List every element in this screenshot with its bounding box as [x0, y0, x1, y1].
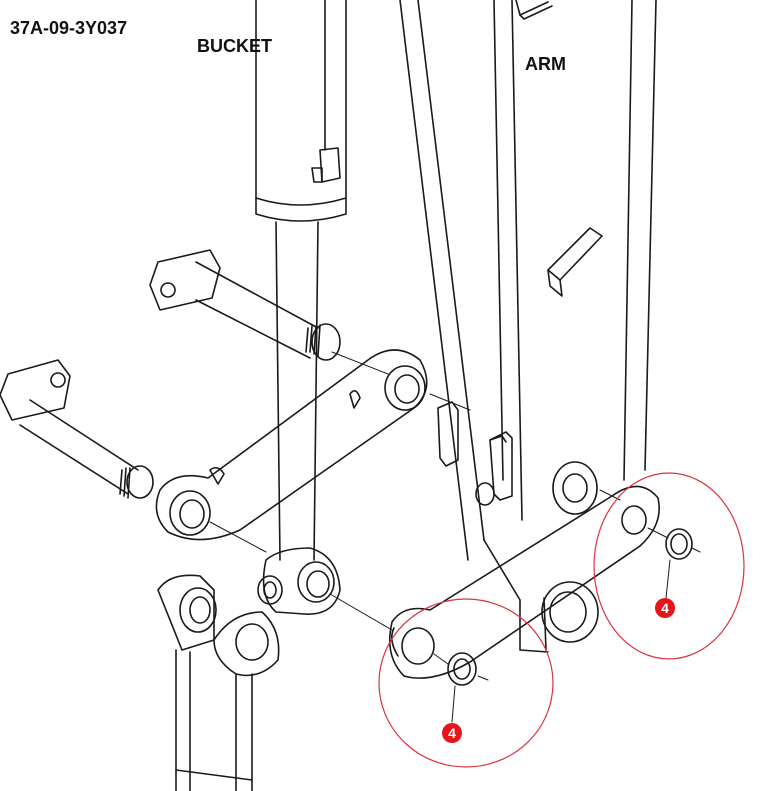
callout-badge-left: 4 — [442, 723, 462, 743]
callout-circle-right — [593, 472, 745, 660]
assembly-lines — [209, 351, 701, 723]
callout-circle-left — [378, 598, 554, 768]
arm-label: ARM — [525, 54, 566, 74]
washer-small — [475, 482, 495, 506]
washer-left — [447, 652, 477, 686]
upper-link — [155, 349, 428, 541]
side-link — [157, 574, 280, 791]
bucket-cylinder — [255, 0, 347, 561]
right-link — [388, 485, 660, 679]
callout-badge-right: 4 — [655, 598, 675, 618]
spacer-tabs — [437, 401, 507, 467]
lower-pin — [0, 359, 154, 499]
callout-circles — [378, 472, 745, 768]
rod-end — [257, 547, 341, 615]
upper-pin — [149, 249, 341, 361]
bucket-label: BUCKET — [197, 36, 272, 56]
arm-structure — [399, 0, 657, 653]
diagram-code-label: 37A-09-3Y037 — [10, 18, 128, 38]
washer-right — [665, 528, 693, 560]
